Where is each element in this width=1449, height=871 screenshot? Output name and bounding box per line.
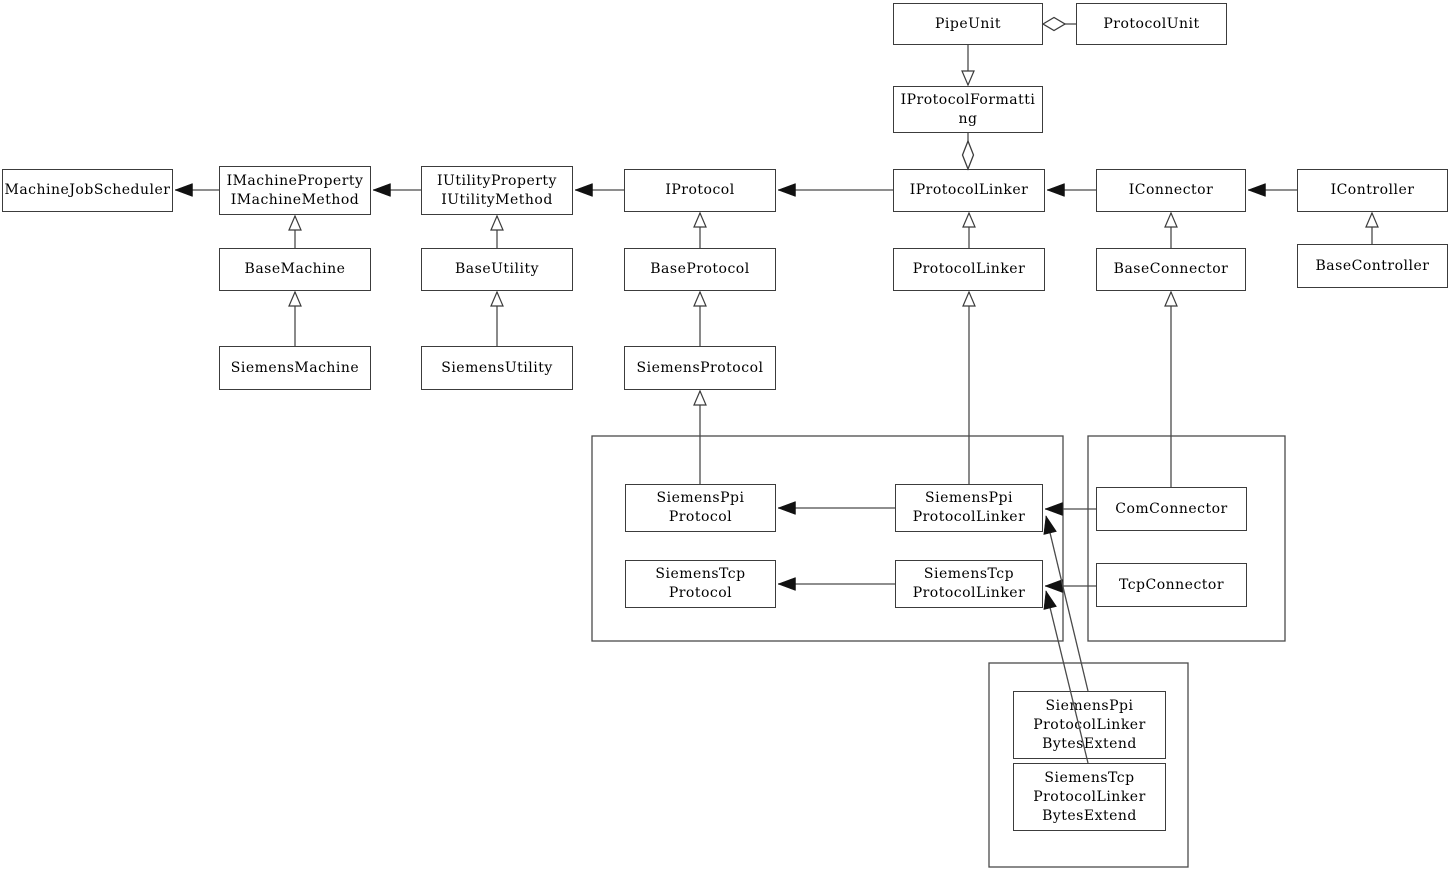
node-pipeunit: PipeUnit	[893, 3, 1043, 45]
node-machinejobscheduler: MachineJobScheduler	[2, 169, 173, 212]
node-basecontroller: BaseController	[1297, 244, 1448, 288]
node-iprotocol: IProtocol	[624, 169, 776, 212]
node-siemensprotocol: SiemensProtocol	[624, 346, 776, 390]
node-iprotocollinker: IProtocolLinker	[893, 169, 1045, 212]
node-siemensppiprotocollinkerbytesextend: SiemensPpi ProtocolLinker BytesExtend	[1013, 691, 1166, 759]
node-iprotocolformatting: IProtocolFormatti ng	[893, 86, 1043, 133]
node-protocollinker: ProtocolLinker	[893, 248, 1045, 291]
node-baseprotocol: BaseProtocol	[624, 248, 776, 291]
node-comconnector: ComConnector	[1096, 487, 1247, 531]
node-basemachine: BaseMachine	[219, 248, 371, 291]
node-icontroller: IController	[1297, 169, 1448, 212]
node-protocolunit: ProtocolUnit	[1076, 3, 1227, 45]
node-siemensppiprotocol: SiemensPpi Protocol	[625, 484, 776, 532]
node-iutilityproperty: IUtilityProperty IUtilityMethod	[421, 166, 573, 215]
node-siemensutility: SiemensUtility	[421, 346, 573, 390]
group-siemens-protocol-linkers	[591, 435, 1064, 642]
aggregation-diamond-iprotocollinker	[961, 139, 975, 171]
node-tcpconnector: TcpConnector	[1096, 563, 1247, 607]
node-siemensmachine: SiemensMachine	[219, 346, 371, 390]
node-siemenstcpprotocol: SiemensTcp Protocol	[625, 560, 776, 608]
edge-ppibytesextend-siemensppiprotocollinker	[1043, 515, 1089, 692]
node-iconnector: IConnector	[1096, 169, 1246, 212]
node-siemenstcpprotocollinker: SiemensTcp ProtocolLinker	[895, 560, 1043, 608]
aggregation-diamond-pipeunit	[1041, 16, 1067, 32]
node-baseutility: BaseUtility	[421, 248, 573, 291]
node-baseconnector: BaseConnector	[1096, 248, 1246, 291]
node-siemenstcpprotocollinkerbytesextend: SiemensTcp ProtocolLinker BytesExtend	[1013, 763, 1166, 831]
node-siemensppiprotocollinker: SiemensPpi ProtocolLinker	[895, 484, 1043, 532]
group-connectors	[1087, 435, 1286, 642]
node-imachineproperty: IMachineProperty IMachineMethod	[219, 166, 371, 215]
